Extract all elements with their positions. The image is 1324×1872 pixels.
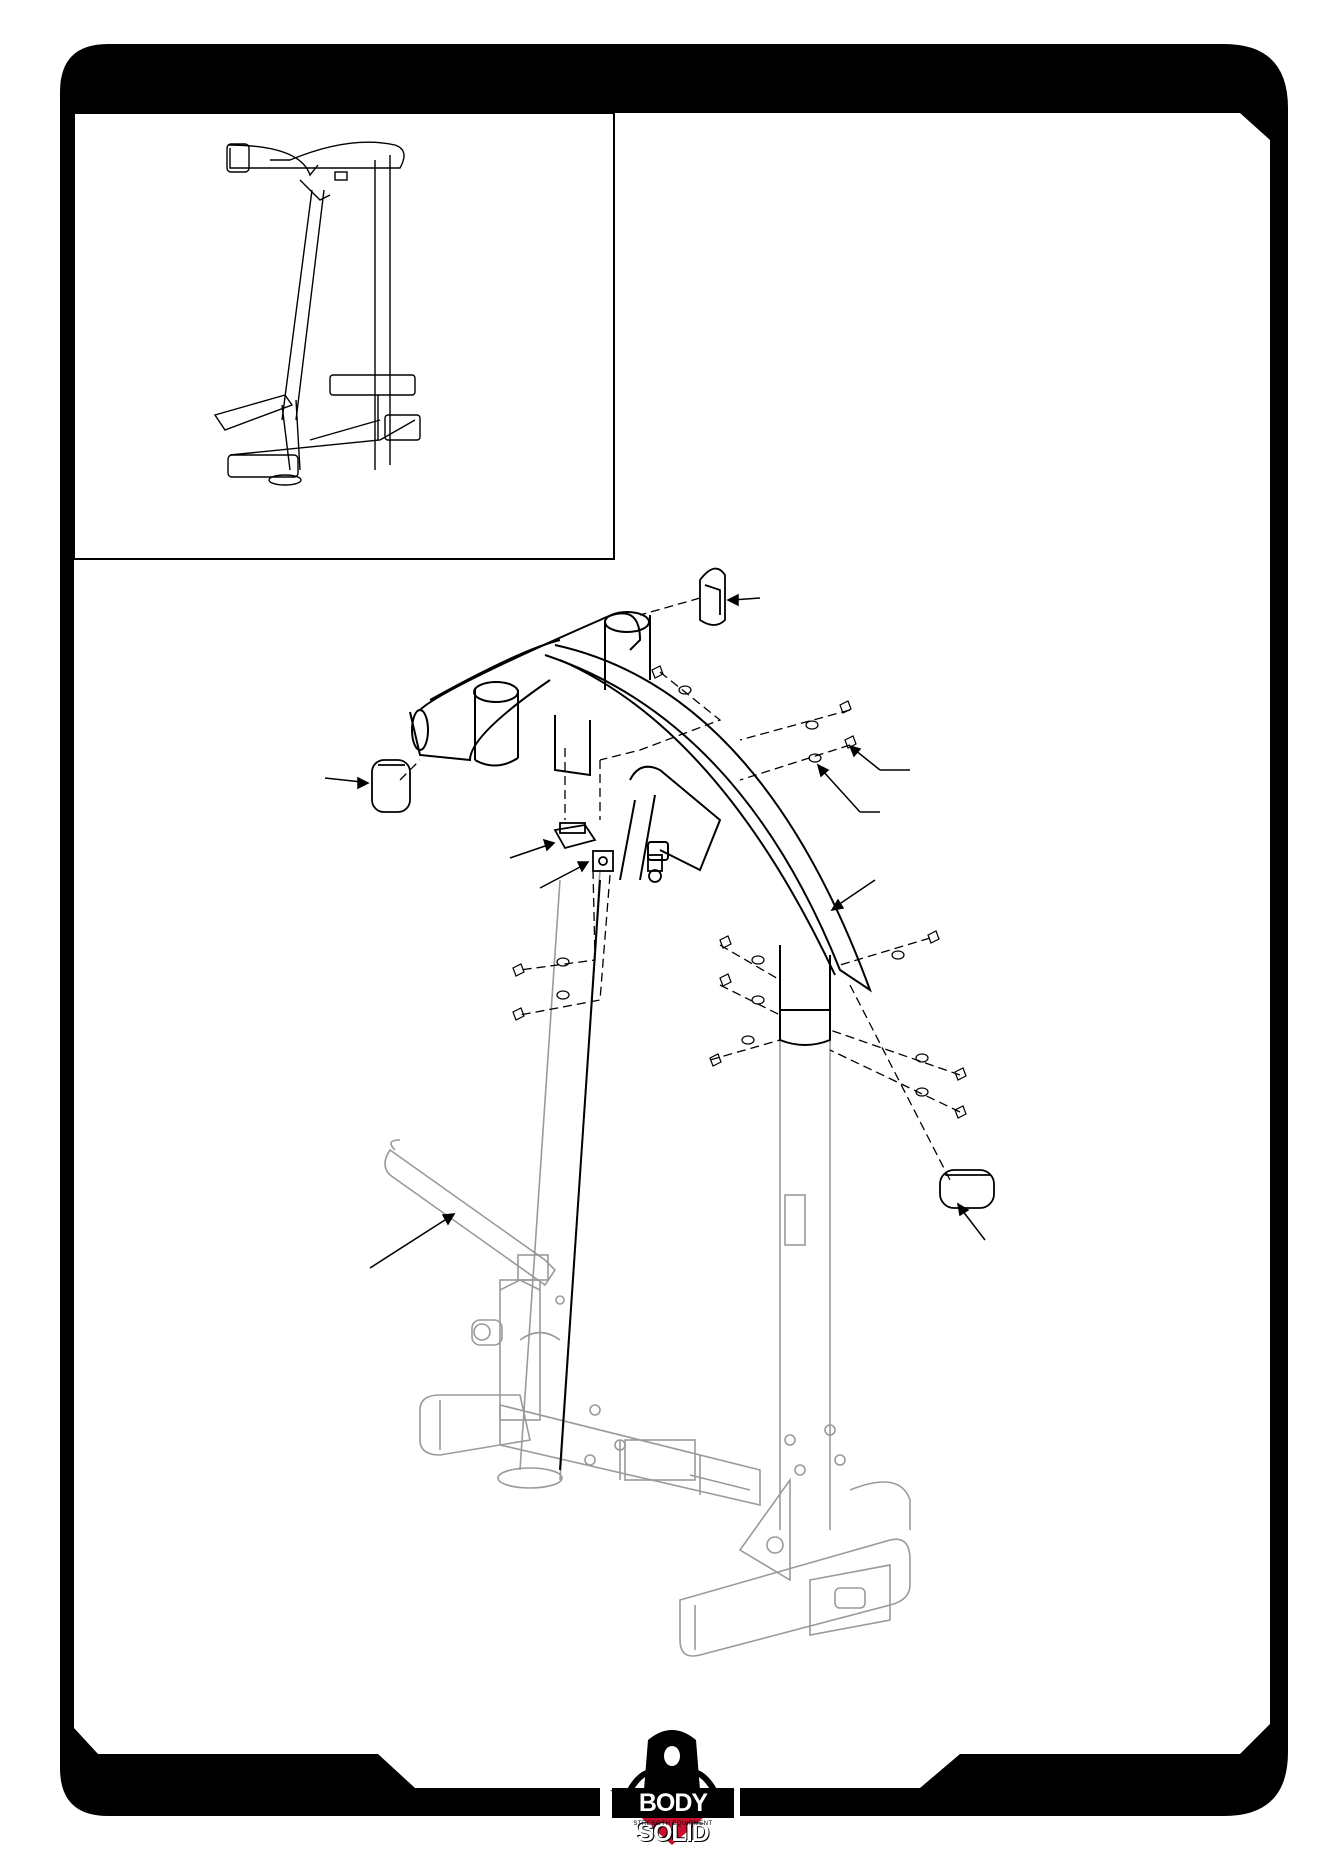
end-cap-top-right [700, 569, 725, 625]
square-washer [593, 851, 613, 871]
washer [557, 991, 569, 999]
assembly-dashed-lines [400, 598, 960, 1180]
brand-tagline: STRENGTH EQUIPMENT [612, 1819, 734, 1829]
bolts-and-washers [513, 666, 966, 1118]
base-frame-drawing [385, 870, 910, 1656]
bolt [955, 1106, 966, 1118]
bolt [720, 974, 731, 986]
brand-logo-text: BODY SOLID [612, 1788, 734, 1818]
washer [892, 951, 904, 959]
bolt [928, 931, 939, 943]
callout-arrows [325, 595, 985, 1268]
washer [742, 1036, 754, 1044]
washer [752, 996, 764, 1004]
bolt [513, 964, 524, 976]
top-arm-drawing [410, 612, 870, 1470]
washer [806, 721, 818, 729]
pulley-bracket [555, 823, 595, 848]
end-cap-left [372, 760, 410, 812]
bolt [652, 666, 663, 678]
washer [752, 956, 764, 964]
